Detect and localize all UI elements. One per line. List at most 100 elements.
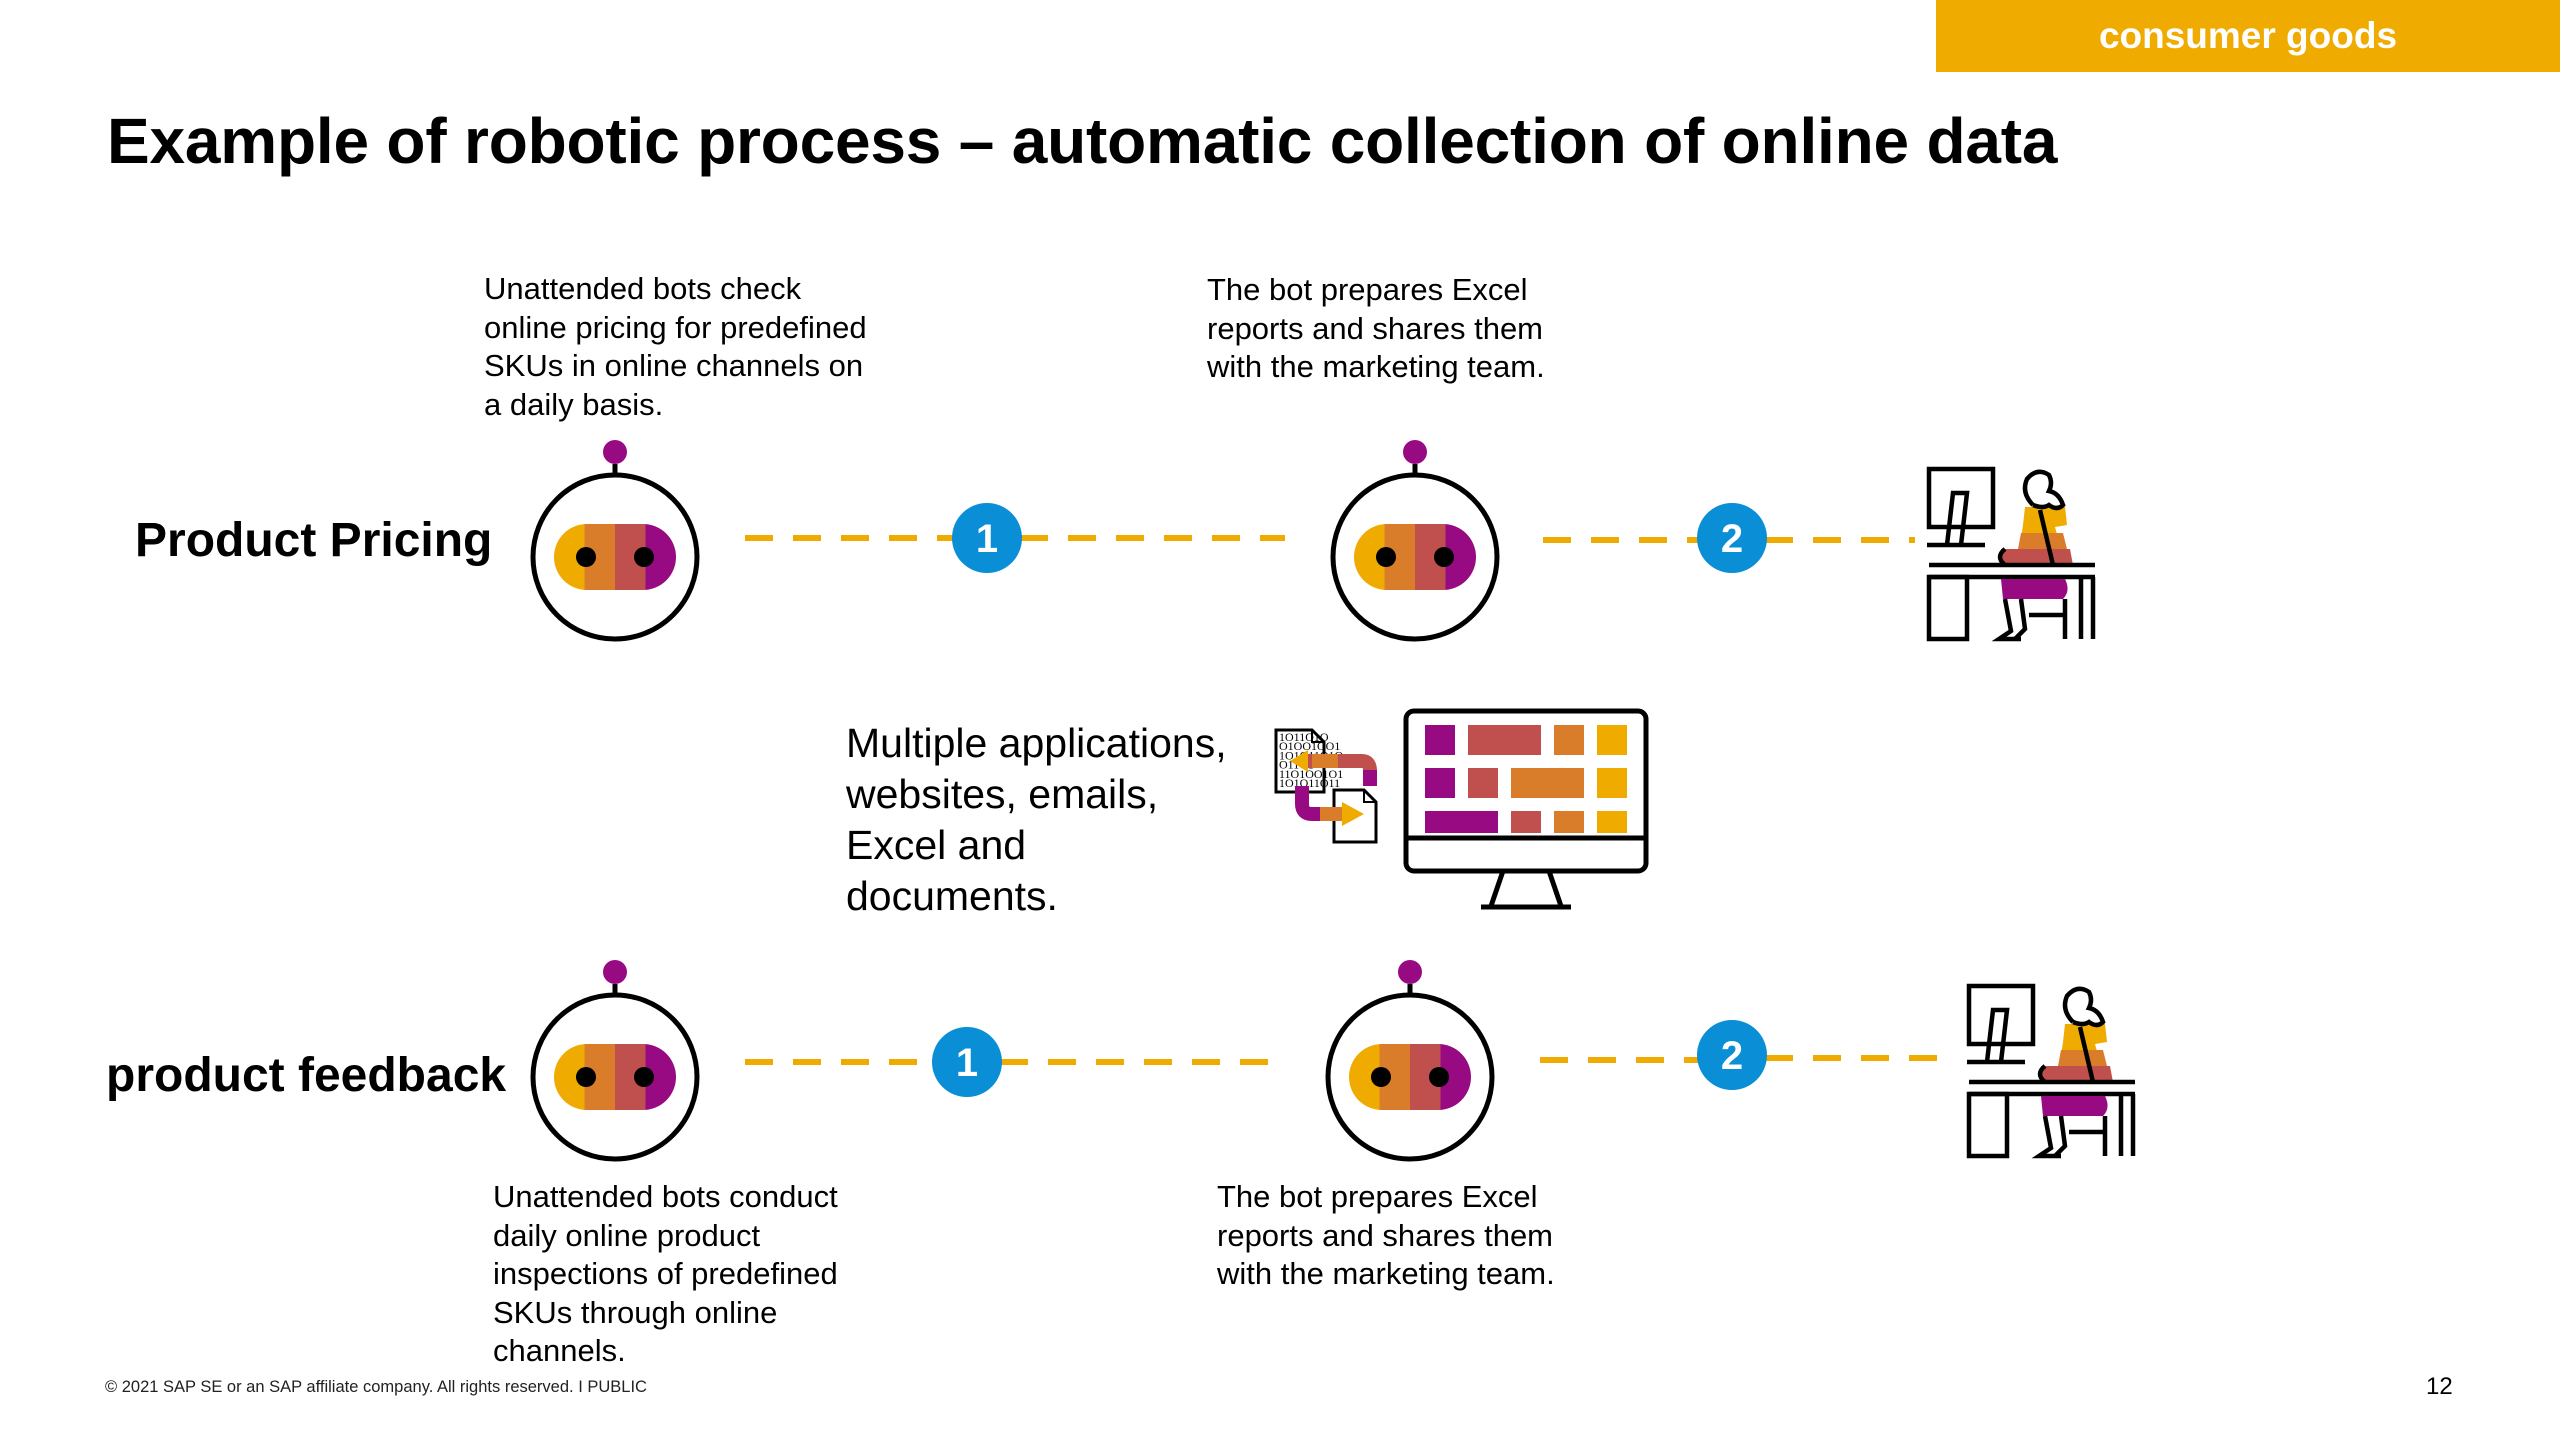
dashboard-block — [1511, 768, 1584, 798]
torso-mid — [2018, 533, 2067, 549]
badge-circle — [952, 503, 1022, 573]
category-tag-label: consumer goods — [2098, 15, 2398, 56]
badge-number: 2 — [1721, 1034, 1743, 1078]
leg-back — [2013, 598, 2028, 641]
bot-eye — [1434, 547, 1454, 567]
arrow-head-right — [1342, 802, 1364, 826]
note-line: reports and shares them — [1207, 310, 1544, 346]
note-line: SKUs in online channels on — [484, 348, 864, 383]
category-tag: consumer goods — [1936, 0, 2560, 72]
bot-eye — [1429, 1067, 1449, 1087]
bot-antenna-dot — [1403, 440, 1427, 464]
bot-icon — [530, 960, 700, 1162]
note-line: The bot prepares Excel — [1207, 272, 1528, 307]
badge-circle — [1697, 503, 1767, 573]
center-text-line: documents. — [846, 873, 1058, 919]
binary-text: 11O1OO1O1 — [1279, 767, 1343, 781]
dashboard-block — [1597, 725, 1627, 755]
leg-front — [2031, 1115, 2061, 1159]
bot-eye — [1371, 1067, 1391, 1087]
note-line: daily online product — [493, 1217, 761, 1253]
note-line: channels. — [493, 1333, 626, 1368]
bot-visor — [1349, 1044, 1471, 1110]
desk-monitor — [1926, 466, 1996, 530]
row1-step2-note: The bot prepares Excel reports and share… — [1207, 271, 1545, 387]
dashboard-block — [1554, 811, 1584, 833]
seat-lap — [2001, 579, 2068, 599]
badge-circle — [932, 1027, 1002, 1097]
row2-step1-note: Unattended bots conduct daily online pro… — [493, 1178, 838, 1371]
badge-number: 1 — [976, 517, 998, 561]
note-line: SKUs through online — [493, 1294, 778, 1330]
bot-eye — [1376, 547, 1396, 567]
footer-copyright: © 2021 SAP SE or an SAP affiliate compan… — [105, 1378, 647, 1396]
center-text-line: websites, emails, — [846, 771, 1159, 817]
step-badge-2: 2 — [1697, 503, 1767, 573]
doc-fold — [1311, 730, 1324, 743]
row-label-product-feedback: product feedback — [106, 1049, 507, 1102]
arms — [2041, 1066, 2113, 1082]
person-at-desk-icon — [1966, 983, 2136, 1159]
bot-eye — [576, 1067, 596, 1087]
exchange-arrow-bottom — [1295, 786, 1342, 821]
bot-antenna-dot — [1398, 960, 1422, 984]
bot-eye — [576, 547, 596, 567]
dashboard-block — [1511, 811, 1541, 833]
head-outline — [2022, 469, 2066, 511]
desk-monitor-stand — [1944, 490, 1970, 546]
binary-text: 1O1O11O11 — [1279, 776, 1340, 790]
arrow-head-left — [1290, 750, 1308, 772]
binary-text: O1OO1OO1 — [1279, 739, 1340, 753]
desk-monitor-stand — [1984, 1007, 2010, 1063]
dashboard-block — [1425, 811, 1498, 833]
dashboard-block — [1425, 725, 1455, 755]
dashboard-block — [1468, 725, 1541, 755]
note-line: The bot prepares Excel — [1217, 1179, 1538, 1214]
step-badge-1: 1 — [932, 1027, 1002, 1097]
note-line: online pricing for predefined — [484, 309, 867, 345]
row1-step1-note: Unattended bots check online pricing for… — [484, 270, 867, 424]
note-line: a daily basis. — [484, 386, 664, 422]
slide-title: Example of robotic process – automatic c… — [107, 105, 2058, 177]
bot-icon — [1325, 960, 1495, 1162]
arm-line — [2077, 1026, 2096, 1083]
badge-number: 1 — [956, 1041, 978, 1085]
head-outline — [2062, 986, 2106, 1028]
note-line: with the marketing team. — [1217, 1256, 1555, 1291]
bot-icon — [1330, 440, 1500, 642]
page-number: 12 — [2426, 1373, 2453, 1400]
bot-antenna-dot — [603, 960, 627, 984]
bot-visor — [554, 1044, 676, 1110]
bot-visor — [554, 524, 676, 590]
torso-mid — [2058, 1050, 2107, 1066]
arms — [2001, 549, 2073, 565]
note-line: inspections of predefined — [493, 1256, 838, 1291]
center-text-line: Multiple applications, — [846, 720, 1227, 766]
bot-visor — [1354, 524, 1476, 590]
desk-monitor — [1966, 983, 2036, 1047]
bot-icon — [530, 440, 700, 642]
document-exchange-icon: 1O11O1OO1OO1OO11O1O11O1OO11O111O1OO1O11O… — [1274, 728, 1378, 844]
note-line: Unattended bots conduct — [493, 1179, 838, 1214]
center-sources-text: Multiple applications, websites, emails,… — [846, 718, 1227, 922]
monitor-stand — [1488, 870, 1564, 907]
desk-drawer — [1966, 1091, 2010, 1159]
note-line: with the marketing team. — [1207, 349, 1545, 384]
dashboard-block — [1597, 768, 1627, 798]
monitor-dashboard-icon — [1403, 708, 1649, 910]
leg-front — [1991, 598, 2021, 642]
arm-line — [2037, 509, 2056, 566]
bot-eye — [634, 547, 654, 567]
leg-back — [2053, 1115, 2068, 1158]
binary-text: 1O11O1O — [1279, 730, 1329, 744]
person-at-desk-icon — [1926, 466, 2096, 642]
row2-step2-note: The bot prepares Excel reports and share… — [1217, 1178, 1555, 1294]
step-badge-1: 1 — [952, 503, 1022, 573]
center-text-line: Excel and — [846, 822, 1027, 868]
doc-fold — [1363, 790, 1376, 803]
dashboard-block — [1554, 725, 1584, 755]
badge-circle — [1697, 1020, 1767, 1090]
note-line: Unattended bots check — [484, 271, 802, 306]
dashboard-block — [1597, 811, 1627, 833]
